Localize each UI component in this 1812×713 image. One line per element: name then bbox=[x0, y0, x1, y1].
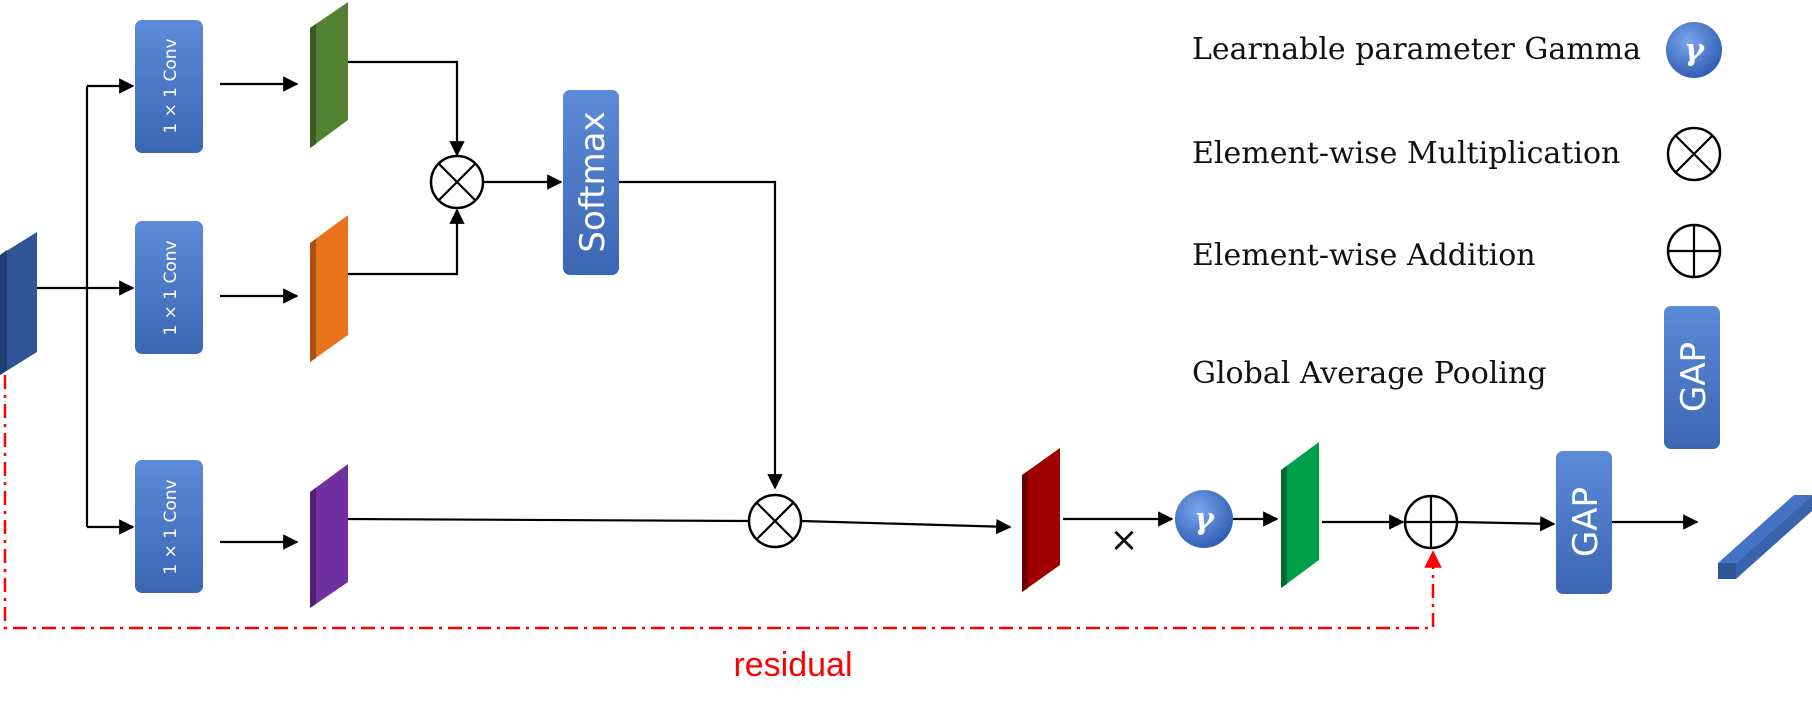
softmax-label: Softmax bbox=[573, 111, 613, 252]
branch-connectors bbox=[37, 78, 135, 535]
multiply-op-bottom bbox=[747, 493, 803, 549]
gap-block: GAP bbox=[1556, 451, 1612, 594]
multiply-op-top bbox=[429, 154, 485, 210]
input-feature-map bbox=[0, 232, 37, 375]
legend-gap-label: Global Average Pooling bbox=[1192, 356, 1547, 391]
softmax-block: Softmax bbox=[563, 90, 619, 275]
legend-gamma-icon: γ bbox=[1666, 22, 1722, 78]
conv-label-middle: 1 × 1 Conv bbox=[161, 240, 181, 335]
legend-add-label: Element-wise Addition bbox=[1192, 238, 1536, 273]
multiply-to-red-arrow bbox=[800, 518, 1012, 535]
conv-block-bottom: 1 × 1 Conv bbox=[135, 460, 203, 593]
legend-multiply-label: Element-wise Multiplication bbox=[1192, 136, 1620, 171]
qk-connectors bbox=[348, 60, 563, 276]
feature-map-orange bbox=[310, 215, 348, 362]
svg-text:γ: γ bbox=[1684, 33, 1705, 68]
feature-map-red bbox=[1022, 448, 1060, 592]
legend-add-icon bbox=[1666, 223, 1722, 279]
gamma-symbol: γ bbox=[1194, 502, 1215, 537]
residual-label: residual bbox=[733, 646, 852, 684]
conv-label-top: 1 × 1 Conv bbox=[161, 38, 181, 133]
legend-gap-icon: GAP bbox=[1664, 306, 1720, 449]
feature-map-purple bbox=[310, 464, 348, 608]
gamma-node: γ bbox=[1175, 490, 1233, 548]
legend-gamma-label: Learnable parameter Gamma bbox=[1192, 32, 1641, 67]
svg-text:GAP: GAP bbox=[1674, 342, 1714, 412]
gap-label: GAP bbox=[1566, 487, 1606, 557]
feature-map-green bbox=[310, 2, 348, 148]
times-symbol: × bbox=[1110, 520, 1139, 560]
legend-multiply-icon bbox=[1666, 126, 1722, 182]
conv-block-middle: 1 × 1 Conv bbox=[135, 221, 203, 354]
add-to-gap-arrow bbox=[1456, 516, 1556, 532]
conv-block-top: 1 × 1 Conv bbox=[135, 20, 203, 153]
conv-to-feature-arrows bbox=[220, 76, 299, 550]
softmax-to-multiply-arrow bbox=[619, 180, 783, 490]
feature-map-green-output bbox=[1281, 442, 1319, 588]
legend: Learnable parameter Gamma γ Element-wise… bbox=[1192, 22, 1722, 449]
output-vector bbox=[1718, 495, 1812, 579]
conv-label-bottom: 1 × 1 Conv bbox=[161, 479, 181, 574]
value-to-multiply-line bbox=[347, 517, 749, 523]
add-op bbox=[1403, 494, 1459, 550]
residual-connection bbox=[3, 375, 1442, 630]
